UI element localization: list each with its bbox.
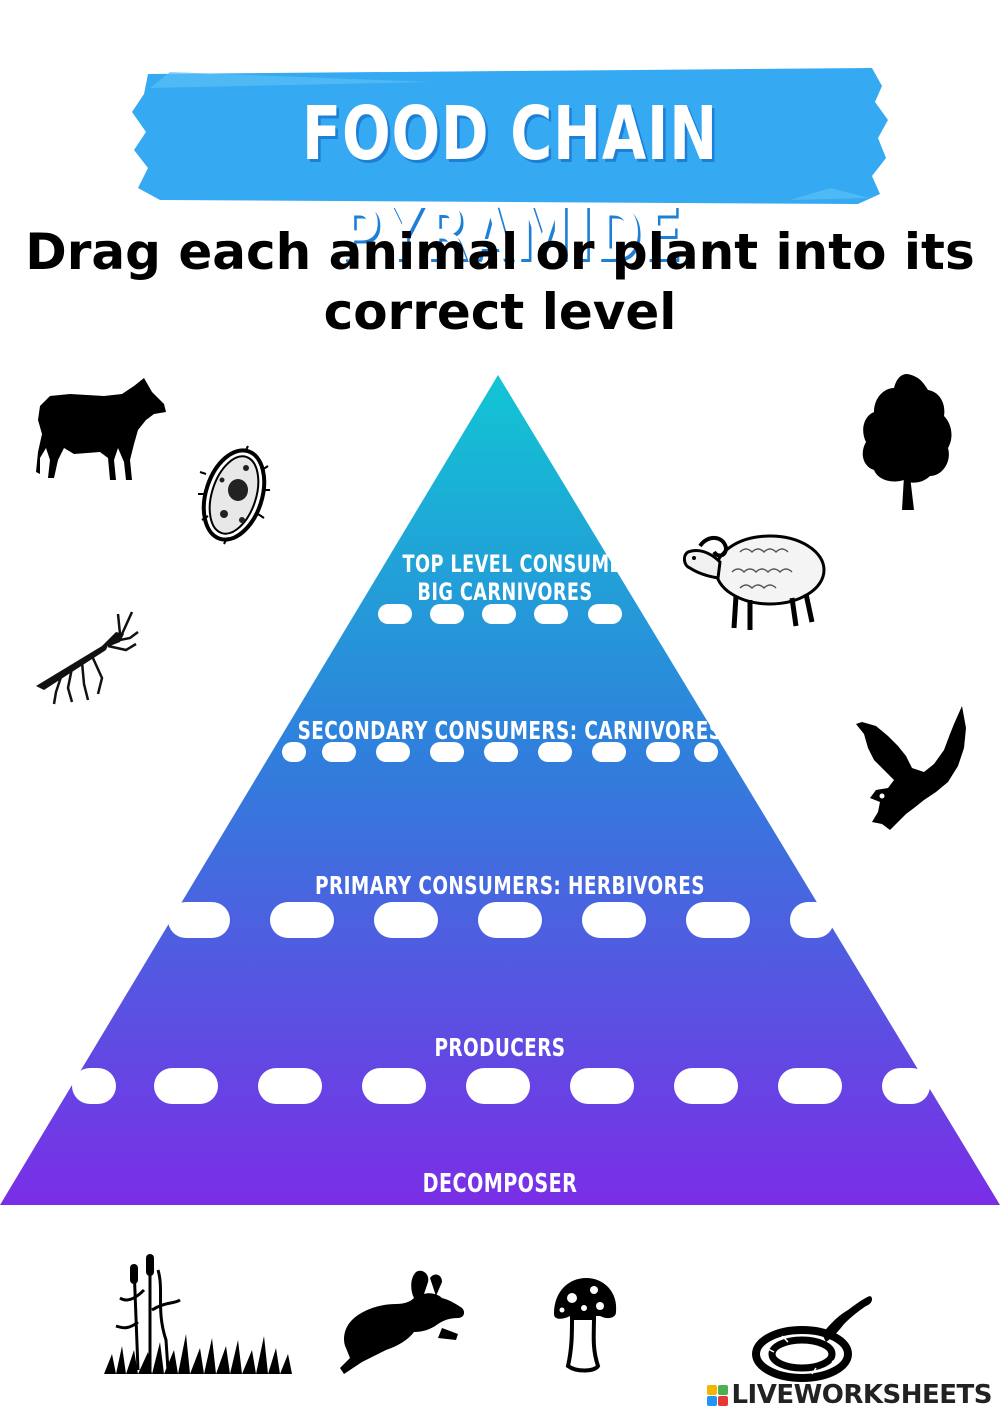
liveworksheets-brand: LIVEWORKSHEETS [707, 1380, 992, 1410]
level-divider-4 [72, 1068, 930, 1104]
level-divider-2 [282, 742, 718, 762]
title-banner [132, 68, 888, 204]
level-label-secondary-consumers: SECONDARY CONSUMERS: CARNIVORES [297, 716, 723, 745]
level-label-top-line1: TOP LEVEL CONSUMERS: [402, 550, 657, 578]
level-label-primary-consumers: PRIMARY CONSUMERS: HERBIVORES [315, 871, 705, 900]
eagle-icon[interactable] [854, 704, 968, 832]
bacteria-icon[interactable] [196, 444, 272, 546]
snake-icon[interactable] [752, 1292, 876, 1384]
level-label-top-line2: BIG CARNIVORES [417, 578, 593, 606]
brand-text: LIVEWORKSHEETS [731, 1380, 992, 1410]
mantis-icon[interactable] [32, 606, 144, 706]
level-divider-3 [168, 902, 834, 938]
page-title: FOOD CHAIN PYRAMIDE [302, 91, 718, 277]
level-divider-1 [378, 604, 622, 624]
level-label-decomposer: DECOMPOSER [422, 1169, 578, 1199]
reeds-icon[interactable] [104, 1250, 294, 1378]
rabbit-icon[interactable] [338, 1268, 466, 1378]
instructions-text: Drag each animal or plant into its corre… [25, 223, 975, 341]
level-label-producers: PRODUCERS [434, 1033, 566, 1062]
wolf-icon[interactable] [34, 374, 168, 484]
sheep-icon[interactable] [680, 522, 828, 634]
liveworksheets-logo-icon [707, 1384, 729, 1406]
level-label-top-consumers: TOP LEVEL CONSUMERS: BIG CARNIVORES [402, 550, 657, 606]
tree-icon[interactable] [860, 372, 954, 512]
mushroom-icon[interactable] [550, 1274, 620, 1374]
